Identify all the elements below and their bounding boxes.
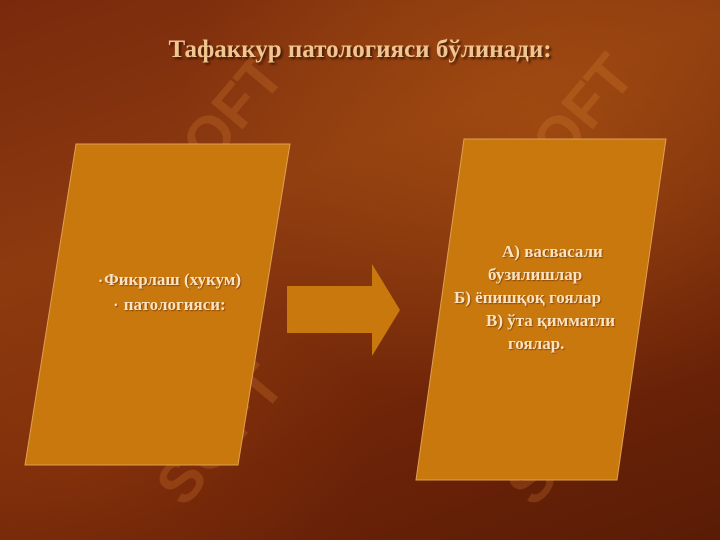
right-line-1: А) васвасали: [502, 242, 603, 261]
right-box-text: А) васвасали бузилишлар Б) ёпишқоқ гояла…: [450, 240, 660, 355]
right-line-4: В) ўта қимматли: [486, 311, 616, 330]
left-line-1: •Фикрлаш (хукум): [98, 270, 242, 289]
right-line-3: Б) ёпишқоқ гоялар: [454, 288, 602, 307]
left-parallelogram: [24, 143, 291, 466]
right-line-2: бузилишлар: [488, 265, 583, 284]
left-line-2: • патологияси:: [114, 294, 226, 314]
slide-title: Тафаккур патологияси бўлинади:: [168, 36, 552, 63]
arrow-shape: [287, 264, 400, 356]
right-parallelogram: [415, 138, 667, 481]
left-box-text: •Фикрлаш (хукум) • патологияси:: [70, 268, 270, 317]
right-line-5: гоялар.: [508, 334, 565, 353]
